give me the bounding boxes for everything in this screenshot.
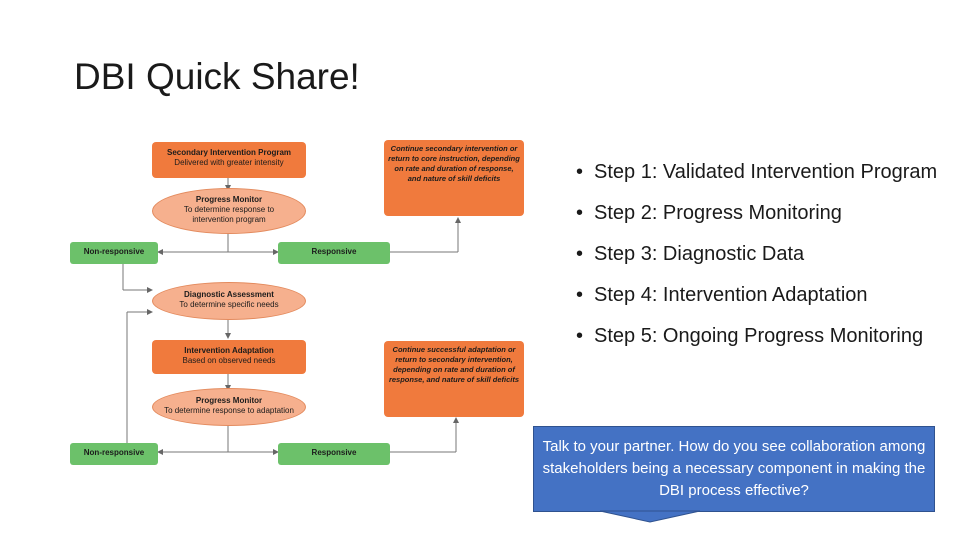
intervention-adaptation-box: Intervention Adaptation Based on observe… (152, 340, 306, 374)
step-item: • Step 3: Diagnostic Data (572, 240, 942, 269)
responsive-1-box: Responsive (278, 242, 390, 264)
non-responsive-2-box: Non-responsive (70, 443, 158, 465)
discussion-callout: Talk to your partner. How do you see col… (533, 426, 935, 512)
continue-successful-box: Continue successful adaptation or return… (384, 341, 524, 417)
non-responsive-1-box: Non-responsive (70, 242, 158, 264)
secondary-program-subtitle: Delivered with greater intensity (174, 158, 284, 167)
diagnostic-assessment-subtitle: To determine specific needs (179, 300, 279, 309)
step-2-text: Step 2: Progress Monitoring (594, 202, 842, 224)
non-responsive-2-label: Non-responsive (83, 448, 145, 457)
responsive-1-label: Responsive (311, 247, 357, 256)
step-3-text: Step 3: Diagnostic Data (594, 243, 805, 265)
intervention-adaptation-subtitle: Based on observed needs (182, 356, 276, 365)
progress-monitor-1-subtitle: To determine response to intervention pr… (183, 205, 275, 224)
bullet-icon: • (576, 243, 584, 265)
progress-monitor-2-oval: Progress Monitor To determine response t… (152, 388, 306, 426)
responsive-2-box: Responsive (278, 443, 390, 465)
non-responsive-1-label: Non-responsive (83, 247, 145, 256)
diagnostic-assessment-oval: Diagnostic Assessment To determine speci… (152, 282, 306, 320)
responsive-2-label: Responsive (311, 448, 357, 457)
bullet-icon: • (576, 161, 584, 183)
step-item: • Step 2: Progress Monitoring (572, 199, 942, 228)
callout-text: Talk to your partner. How do you see col… (542, 438, 926, 499)
secondary-intervention-program-box: Secondary Intervention Program Delivered… (152, 142, 306, 178)
step-item: • Step 4: Intervention Adaptation (572, 281, 942, 310)
bullet-icon: • (576, 284, 584, 306)
slide-title: DBI Quick Share! (74, 56, 360, 97)
diagnostic-assessment-title: Diagnostic Assessment (184, 290, 274, 299)
step-5-text: Step 5: Ongoing Progress Monitoring (594, 325, 924, 347)
progress-monitor-2-title: Progress Monitor (195, 396, 263, 405)
bullet-icon: • (576, 202, 584, 224)
step-4-text: Step 4: Intervention Adaptation (594, 284, 868, 306)
step-1-text: Step 1: Validated Intervention Program (594, 161, 938, 183)
continue-secondary-text: Continue secondary intervention or retur… (388, 144, 520, 183)
bullet-icon: • (576, 325, 584, 347)
step-item: • Step 5: Ongoing Progress Monitoring (572, 322, 942, 351)
intervention-adaptation-title: Intervention Adaptation (184, 346, 274, 355)
progress-monitor-1-oval: Progress Monitor To determine response t… (152, 188, 306, 234)
continue-successful-text: Continue successful adaptation or return… (388, 345, 520, 384)
secondary-program-title: Secondary Intervention Program (166, 148, 292, 157)
steps-list: •Step 1: Validated Intervention Program … (572, 158, 942, 363)
progress-monitor-2-subtitle: To determine response to adaptation (164, 406, 294, 415)
progress-monitor-1-title: Progress Monitor (195, 195, 263, 204)
continue-secondary-box: Continue secondary intervention or retur… (384, 140, 524, 216)
step-item: • Step 1: Validated Intervention Program (572, 158, 942, 187)
